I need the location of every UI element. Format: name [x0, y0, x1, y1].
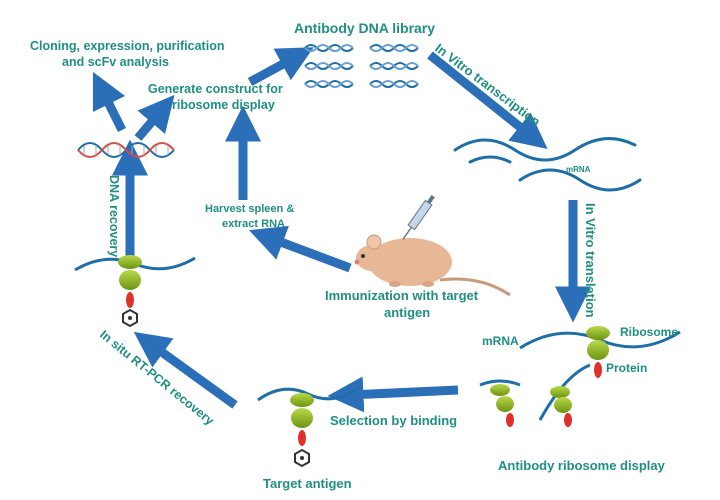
label-mrna-small: mRNA — [566, 165, 591, 174]
label-target-antigen: Target antigen — [263, 476, 352, 491]
antigen-icon — [294, 448, 310, 468]
cycle-arrows — [92, 47, 591, 413]
mouse-icon — [354, 234, 511, 297]
label-in-vitro-translation: In Vitro translation — [583, 203, 598, 318]
label-generate-line2: ribosome display — [172, 98, 275, 112]
label-dna-recovery: DNA recovery — [107, 175, 121, 257]
arrow-mouse-to-harvest — [248, 225, 352, 273]
label-cloning-line2: and scFv analysis — [62, 55, 169, 69]
arrow-dna-to-cloning — [92, 71, 127, 133]
label-harvest-line2: extract RNA — [222, 218, 285, 230]
arrow-dna-to-generate — [134, 94, 175, 141]
ribosome-small-subunit — [118, 255, 142, 269]
antigen-icon — [122, 308, 138, 328]
antibody-display-complexes — [479, 363, 591, 427]
label-selection: Selection by binding — [330, 413, 457, 428]
label-protein: Protein — [606, 361, 647, 375]
target-complex — [257, 386, 359, 468]
label-ribosome: Ribosome — [620, 325, 678, 339]
label-generate-line1: Generate construct for — [148, 82, 283, 96]
syringe-icon — [402, 195, 435, 241]
dna-library-icon — [304, 44, 419, 88]
protein-icon — [126, 292, 134, 308]
label-antibody-display: Antibody ribosome display — [498, 458, 666, 473]
label-harvest-line1: Harvest spleen & — [205, 203, 294, 215]
label-antibody-library: Antibody DNA library — [294, 20, 435, 36]
label-mrna: mRNA — [482, 334, 519, 348]
mrna-strands-icon — [453, 137, 642, 192]
left-ribosome-complex — [74, 255, 196, 328]
label-immunization-line1: Immunization with target — [325, 288, 479, 303]
label-cloning-line1: Cloning, expression, purification — [30, 39, 224, 53]
label-in-vitro-transcription: In Vitro transcription — [432, 40, 543, 129]
arrow-target-to-rtpcr — [133, 331, 238, 409]
arrow-display-to-selection — [327, 376, 459, 413]
label-immunization-line2: antigen — [384, 305, 430, 320]
ribosome-large-subunit — [119, 270, 141, 290]
arrow-generate-to-library — [247, 47, 314, 86]
dna-helix-icon — [77, 142, 175, 158]
translation-complex — [519, 326, 681, 378]
arrow-library-to-transcription — [427, 51, 548, 150]
